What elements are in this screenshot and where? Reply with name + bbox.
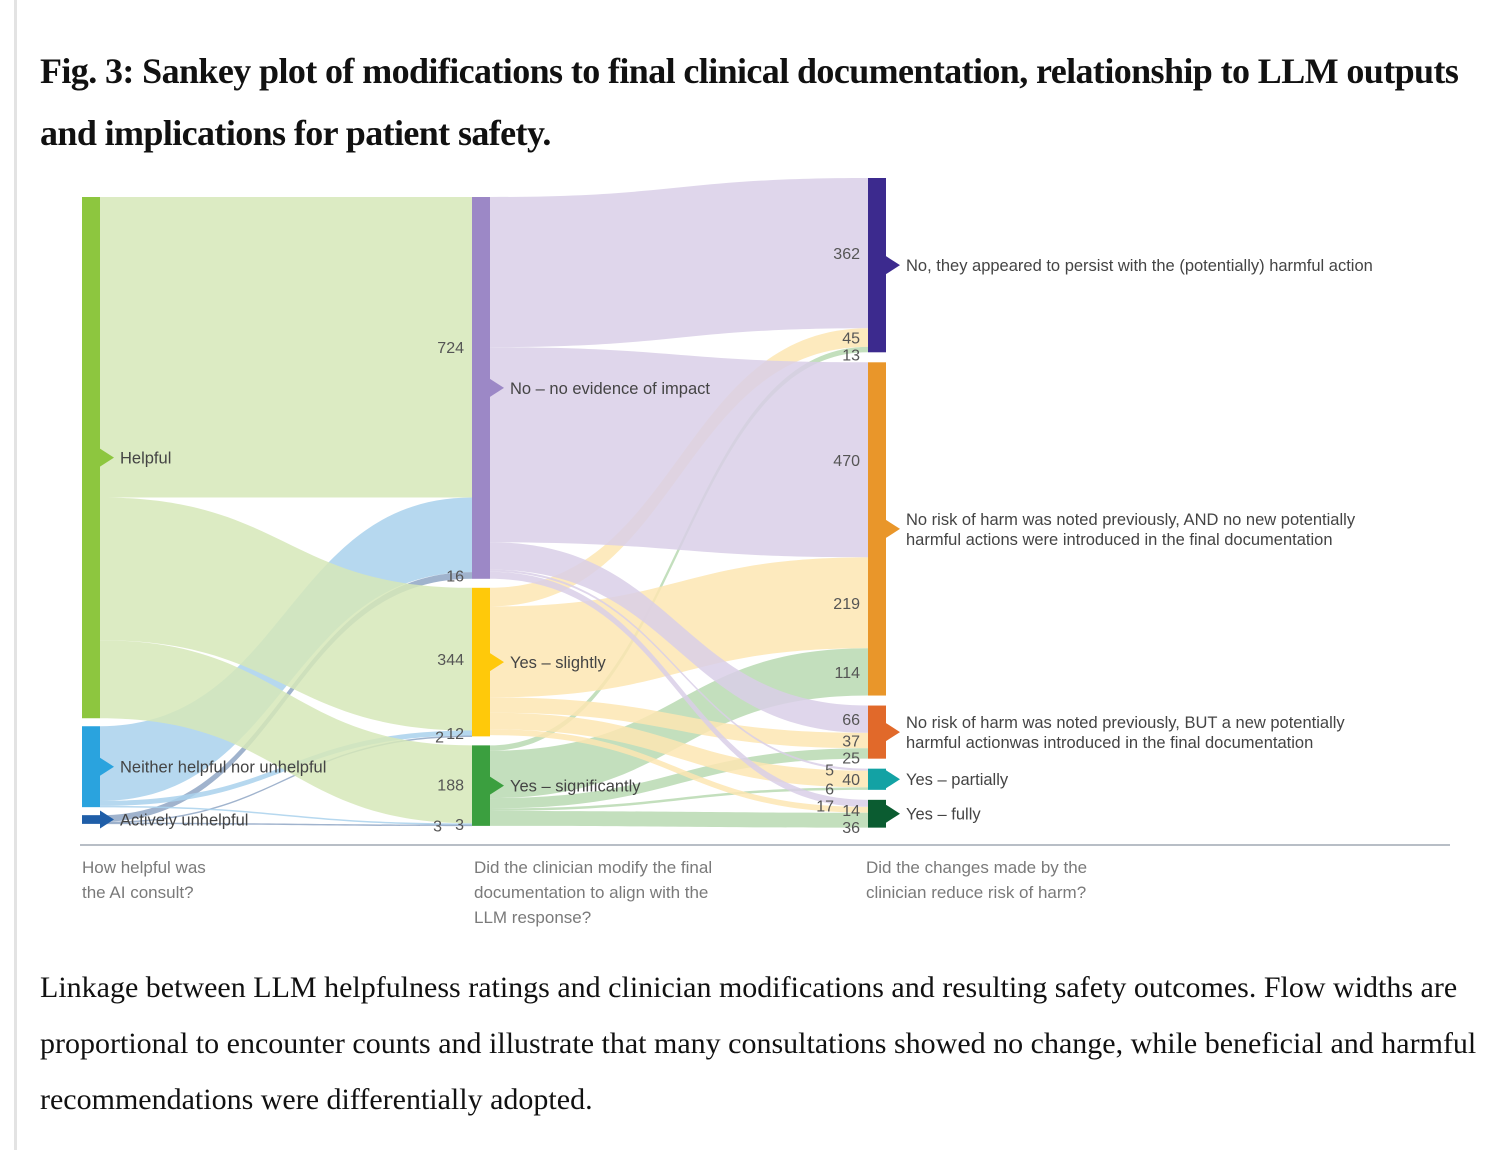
node-pointer-arrow-icon — [100, 757, 114, 776]
link-value-label: 66 — [842, 712, 860, 729]
link-no_impact-to-persist — [490, 178, 868, 348]
link-slightly-to-fully — [490, 729, 868, 813]
node-unhelpful — [82, 815, 100, 824]
column-caption-line: Did the clinician modify the final — [474, 858, 713, 877]
node-label-no_impact: No – no evidence of impact — [510, 380, 710, 398]
link-value-label: 219 — [833, 596, 860, 613]
link-value-label: 17 — [816, 799, 834, 816]
node-label-persist: No, they appeared to persist with the (p… — [906, 257, 1373, 275]
link-value-label: 14 — [842, 803, 860, 820]
link-value-label: 362 — [833, 246, 860, 263]
link-value-label: 2 — [435, 729, 444, 746]
node-persist — [868, 178, 886, 353]
column-caption-risk: Did the changes made by the clinician red… — [866, 855, 1087, 905]
node-helpful — [82, 197, 100, 719]
link-no_impact-to-partially — [490, 569, 868, 771]
node-label-helpful: Helpful — [120, 450, 171, 468]
node-pointer-arrow-icon — [886, 723, 900, 742]
column-caption-line: How helpful was — [82, 858, 206, 877]
link-neither-to-significantly — [100, 805, 472, 825]
column-caption-line: clinician reduce risk of harm? — [866, 883, 1087, 902]
link-value-label: 724 — [437, 340, 464, 357]
link-unhelpful-to-significantly — [100, 822, 472, 827]
link-value-label: 114 — [834, 665, 860, 682]
node-pointer-arrow-icon — [490, 378, 504, 397]
link-no_impact-to-fully — [490, 571, 868, 807]
link-value-label: 3 — [433, 818, 442, 835]
node-pointer-arrow-icon — [886, 256, 900, 275]
node-no_risk — [868, 362, 886, 696]
node-no_impact — [472, 197, 490, 579]
link-slightly-to-new_harm — [490, 697, 868, 749]
link-helpful-to-slightly — [100, 497, 472, 731]
column-caption-line: documentation to align with the — [474, 883, 709, 902]
node-new_harm — [868, 705, 886, 759]
link-value-label: 45 — [842, 331, 860, 348]
link-value-label: 12 — [446, 726, 464, 743]
node-pointer-arrow-icon — [886, 804, 900, 823]
sankey-links — [100, 178, 868, 828]
link-value-label: 3 — [455, 817, 464, 834]
link-slightly-to-partially — [490, 712, 868, 788]
node-label-partially: Yes – partially — [906, 771, 1009, 789]
link-value-label: 25 — [842, 751, 860, 768]
node-label-significantly: Yes – significantly — [510, 778, 641, 796]
figure-title: Fig. 3: Sankey plot of modifications to … — [40, 51, 1459, 153]
column-caption-line: LLM response? — [474, 908, 592, 927]
node-pointer-arrow-icon — [100, 448, 114, 467]
left-border-rule — [14, 0, 17, 1150]
column-caption-modification: Did the clinician modify the final docume… — [474, 855, 712, 930]
node-fully — [868, 799, 886, 828]
node-pointer-arrow-icon — [490, 653, 504, 672]
link-no_impact-to-no_risk — [490, 347, 868, 558]
link-helpful-to-no_impact — [100, 197, 472, 498]
link-value-label: 188 — [437, 777, 464, 794]
link-value-label: 6 — [825, 782, 834, 799]
node-label-neither: Neither helpful nor unhelpful — [120, 759, 326, 777]
link-value-label: 36 — [842, 820, 860, 837]
node-partially — [868, 768, 886, 790]
node-significantly — [472, 745, 490, 826]
sankey-nodes — [82, 178, 900, 829]
node-label-fully: Yes – fully — [906, 806, 981, 824]
node-slightly — [472, 587, 490, 737]
figure-caption: Linkage between LLM helpfulness ratings … — [40, 971, 1477, 1116]
node-pointer-arrow-icon — [490, 776, 504, 795]
node-label-new_harm: No risk of harm was noted previously, BU… — [906, 714, 1345, 752]
column-caption-line: the AI consult? — [82, 883, 194, 902]
link-no_impact-to-new_harm — [490, 542, 868, 733]
link-significantly-to-partially — [490, 787, 868, 811]
node-pointer-arrow-icon — [886, 770, 900, 789]
link-value-label: 470 — [833, 453, 860, 470]
link-helpful-to-significantly — [100, 640, 472, 824]
link-value-label: 40 — [842, 772, 860, 789]
node-label-no_risk: No risk of harm was noted previously, AN… — [906, 511, 1356, 549]
link-value-label: 344 — [437, 652, 464, 669]
link-value-label: 37 — [842, 734, 860, 751]
node-pointer-arrow-icon — [886, 519, 900, 538]
link-unhelpful-to-slightly — [100, 735, 472, 824]
node-pointer-arrow-icon — [100, 810, 114, 829]
link-significantly-to-new_harm — [490, 748, 868, 809]
link-value-label: 5 — [825, 763, 834, 780]
node-label-slightly: Yes – slightly — [510, 654, 606, 672]
node-neither — [82, 726, 100, 808]
column-caption-line: Did the changes made by the — [866, 858, 1088, 877]
node-label-unhelpful: Actively unhelpful — [120, 812, 248, 830]
link-significantly-to-fully — [490, 810, 868, 828]
column-caption-helpfulness: How helpful was the AI consult? — [82, 855, 206, 905]
link-value-label: 16 — [446, 568, 464, 585]
link-value-label: 13 — [842, 348, 860, 365]
